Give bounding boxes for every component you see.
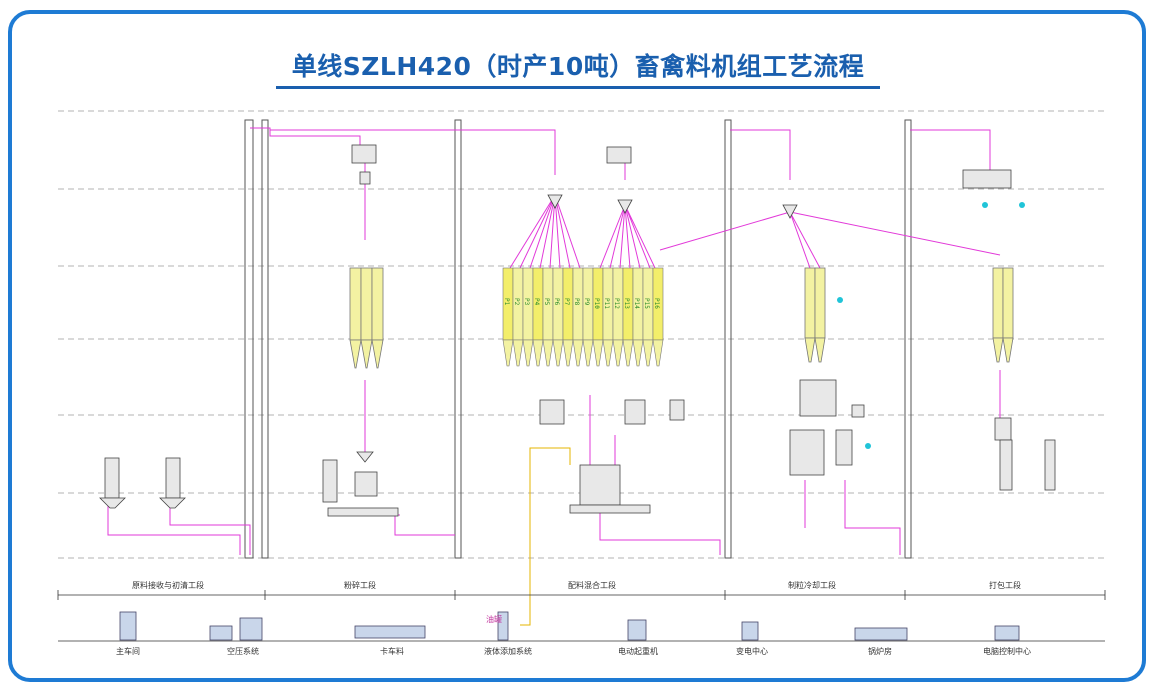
silo-bin-cone	[552, 339, 564, 367]
silo-bin-cone	[542, 339, 554, 367]
sewing-machine	[1044, 439, 1056, 491]
facility-label-main: 主车间	[116, 646, 140, 656]
material-flow-lines	[107, 127, 1001, 555]
cyclone	[835, 429, 853, 466]
truck-icon	[354, 625, 426, 639]
facility-label-truck: 卡车料	[380, 646, 404, 656]
silo-bin-label: P10	[593, 298, 600, 309]
main-workshop-icon	[119, 611, 137, 641]
bagging-machine	[999, 439, 1013, 491]
silo-bin-label: P5	[543, 298, 550, 306]
packing-scale-top	[962, 169, 1012, 189]
crane-icon	[627, 619, 647, 641]
liquid-tank-icon	[497, 611, 509, 641]
micro-scale	[669, 399, 685, 421]
magnet-drum	[359, 171, 371, 185]
silo-bin-cone	[512, 339, 524, 367]
cooler	[789, 429, 825, 476]
silo-bin-label: P2	[513, 298, 520, 306]
stage-label-packing: 打包工段	[989, 580, 1021, 590]
silo-bin-label: P3	[523, 298, 530, 306]
facility-label-crane: 电动起重机	[618, 646, 658, 656]
pellet-mill	[799, 379, 837, 417]
silo-bin-label: P1	[503, 298, 510, 306]
cyan-valves	[837, 202, 1025, 449]
intake-pit-2	[165, 457, 181, 499]
batch-scale-2	[624, 399, 646, 425]
screw-conveyor	[327, 507, 399, 517]
grinding-bins	[349, 267, 384, 369]
intake-pit-1	[104, 457, 120, 499]
facility-label-boiler: 锅炉房	[868, 646, 892, 656]
facility-labels: 主车间 空压系统 卡车料 液体添加系统 电动起重机 变电中心 锅炉房 电脑控制中…	[116, 646, 1031, 656]
silo-bin-label: P6	[553, 298, 560, 306]
silo-bin-cone	[502, 339, 514, 367]
intake-hopper-2	[159, 497, 186, 509]
silo-bin-cone	[572, 339, 584, 367]
stage-label-batching: 配料混合工段	[568, 580, 616, 590]
distributor-b	[617, 199, 633, 214]
pelleting-bins	[804, 267, 826, 363]
compressor-icon	[209, 625, 233, 641]
stage-label-grinding: 粉碎工段	[344, 580, 376, 590]
silo-bin-cone	[602, 339, 614, 367]
air-tank-icon	[239, 617, 263, 641]
packing-bins	[992, 267, 1014, 363]
liquid-addition-line	[520, 447, 571, 626]
facility-label-liquid: 液体添加系统	[484, 646, 532, 656]
silo-bin-label: P11	[603, 298, 610, 309]
steam-valve	[851, 404, 865, 418]
silo-bin-cone	[592, 339, 604, 367]
silo-bin-cone	[522, 339, 534, 367]
silo-bin-label: P13	[623, 298, 630, 309]
silo-bin-cone	[622, 339, 634, 367]
intake-hopper-1	[99, 497, 126, 509]
silo-bin-cone	[532, 339, 544, 367]
facility-label-air: 空压系统	[227, 646, 259, 656]
bucket-elevators	[244, 119, 912, 559]
mixer	[579, 464, 621, 506]
silo-bin-label: P12	[613, 298, 620, 309]
mill-hopper	[356, 451, 374, 463]
control-center-icon	[994, 625, 1020, 641]
distributor-a	[547, 194, 563, 209]
boiler-icon	[854, 627, 908, 641]
stage-label-intake: 原料接收与初清工段	[132, 580, 204, 590]
silo-bin-label: P14	[633, 298, 640, 309]
stage-label-pelleting: 制粒冷却工段	[788, 580, 836, 590]
equipment	[99, 144, 1056, 517]
silo-bin-cone	[612, 339, 624, 367]
silo-bin-label: P4	[533, 298, 540, 306]
distributor-c	[782, 204, 798, 219]
silo-bin-cone	[632, 339, 644, 367]
stage-divider	[57, 590, 1106, 600]
mill-feeder	[354, 471, 378, 497]
liquid-tank-label: 油罐	[486, 614, 502, 624]
silo-bin-label: P8	[573, 298, 580, 306]
packing-bin-scale	[994, 417, 1012, 441]
mixer-conveyor	[569, 504, 651, 514]
stage-labels: 原料接收与初清工段 粉碎工段 配料混合工段 制粒冷却工段 打包工段	[132, 580, 1021, 590]
silo-bin-label: P15	[643, 298, 650, 309]
hammer-mill	[322, 459, 338, 503]
facility-icons	[119, 611, 1020, 641]
silo-bin-cone	[642, 339, 654, 367]
title-underline	[276, 86, 880, 89]
silo-bin-label: P7	[563, 298, 570, 306]
cleaner-machine	[351, 144, 377, 164]
page-title: 单线SZLH420（时产10吨）畜禽料机组工艺流程	[291, 52, 865, 81]
silo-bin-label: P16	[653, 298, 660, 309]
substation-icon	[741, 621, 759, 641]
facility-label-substation: 变电中心	[736, 646, 768, 656]
secondary-cleaner	[606, 146, 632, 164]
facility-label-control: 电脑控制中心	[983, 646, 1031, 656]
silo-bin-cone	[562, 339, 574, 367]
silo-bin-cone	[652, 339, 664, 367]
silo-bin-cone	[582, 339, 594, 367]
batch-scale-1	[539, 399, 565, 425]
silo-bin-label: P9	[583, 298, 590, 306]
